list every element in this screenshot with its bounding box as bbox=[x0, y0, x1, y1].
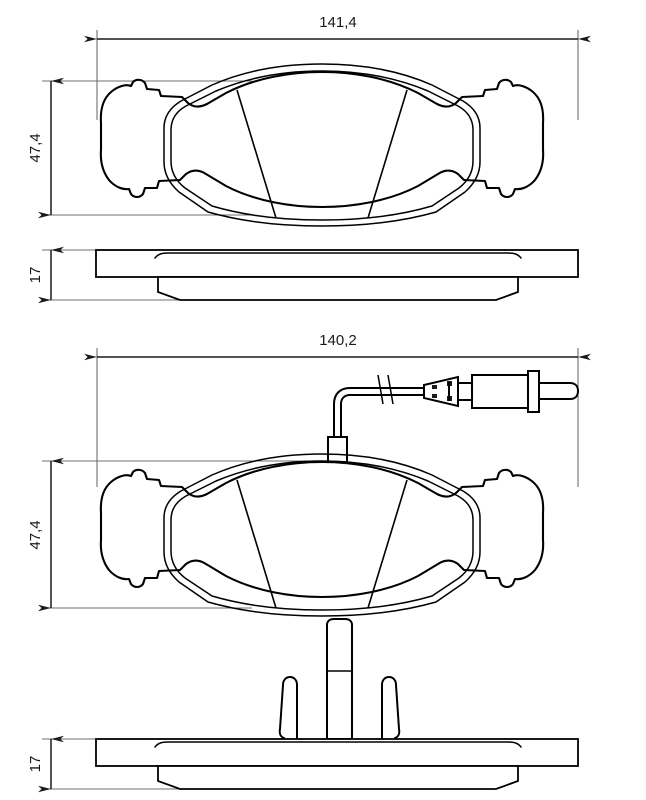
friction-material-outline-top bbox=[163, 63, 481, 227]
view-pad-side-plain: 17 bbox=[27, 246, 579, 304]
backing-plate-side-top bbox=[95, 249, 579, 278]
friction-material-slot-left-top bbox=[236, 89, 277, 219]
friction-material-inner-outline-top bbox=[170, 70, 474, 221]
dim-label-thickness-bottom: 17 bbox=[27, 756, 44, 773]
sensor-retaining-clip bbox=[278, 618, 401, 740]
view-pad-top-sensor: 140,2 47,4 bbox=[27, 332, 591, 617]
sensor-contact-1 bbox=[432, 385, 437, 389]
view-pad-side-sensor: 17 bbox=[27, 618, 579, 793]
view-pad-top-plain: 141,4 47,4 bbox=[27, 14, 591, 227]
dim-label-thickness-top: 17 bbox=[27, 267, 44, 284]
friction-block-side-bottom bbox=[157, 765, 519, 790]
friction-material-slot-left-bottom bbox=[236, 479, 277, 609]
cable-break-line-2 bbox=[387, 374, 394, 405]
clip-center-post bbox=[326, 618, 353, 740]
backing-plate-outline-top bbox=[99, 70, 545, 209]
friction-material-slot-right-bottom bbox=[367, 479, 408, 609]
wear-sensor-assembly bbox=[327, 370, 580, 463]
dim-label-width-bottom: 140,2 bbox=[319, 332, 357, 349]
cable-break-line-1 bbox=[377, 374, 384, 405]
wear-sensor-cable bbox=[333, 387, 405, 441]
wear-sensor-collar bbox=[527, 370, 540, 413]
clip-leg-left bbox=[278, 676, 298, 740]
friction-block-side-top bbox=[157, 276, 519, 301]
dim-label-height-top: 47,4 bbox=[27, 133, 44, 162]
friction-material-inner-outline-bottom bbox=[170, 460, 474, 611]
friction-material-outline-bottom bbox=[163, 453, 481, 617]
backing-plate-chamfer-top bbox=[154, 252, 522, 259]
wear-sensor-connector bbox=[471, 374, 529, 409]
wear-sensor-cable-inner bbox=[340, 394, 405, 441]
backing-plate-outline-bottom bbox=[99, 460, 545, 599]
wear-sensor-tip bbox=[538, 382, 580, 400]
dim-label-width-top: 141,4 bbox=[319, 14, 357, 31]
backing-plate-side-bottom bbox=[95, 738, 579, 767]
dim-label-height-bottom: 47,4 bbox=[27, 520, 44, 549]
friction-material-slot-right-top bbox=[367, 89, 408, 219]
sensor-contact-2 bbox=[432, 394, 437, 398]
backing-plate-chamfer-bottom bbox=[154, 741, 522, 748]
clip-leg-right bbox=[381, 676, 401, 740]
wear-sensor-strain-relief bbox=[423, 375, 459, 408]
sensor-mount-tab bbox=[327, 436, 348, 463]
wear-sensor-neck bbox=[457, 382, 473, 401]
